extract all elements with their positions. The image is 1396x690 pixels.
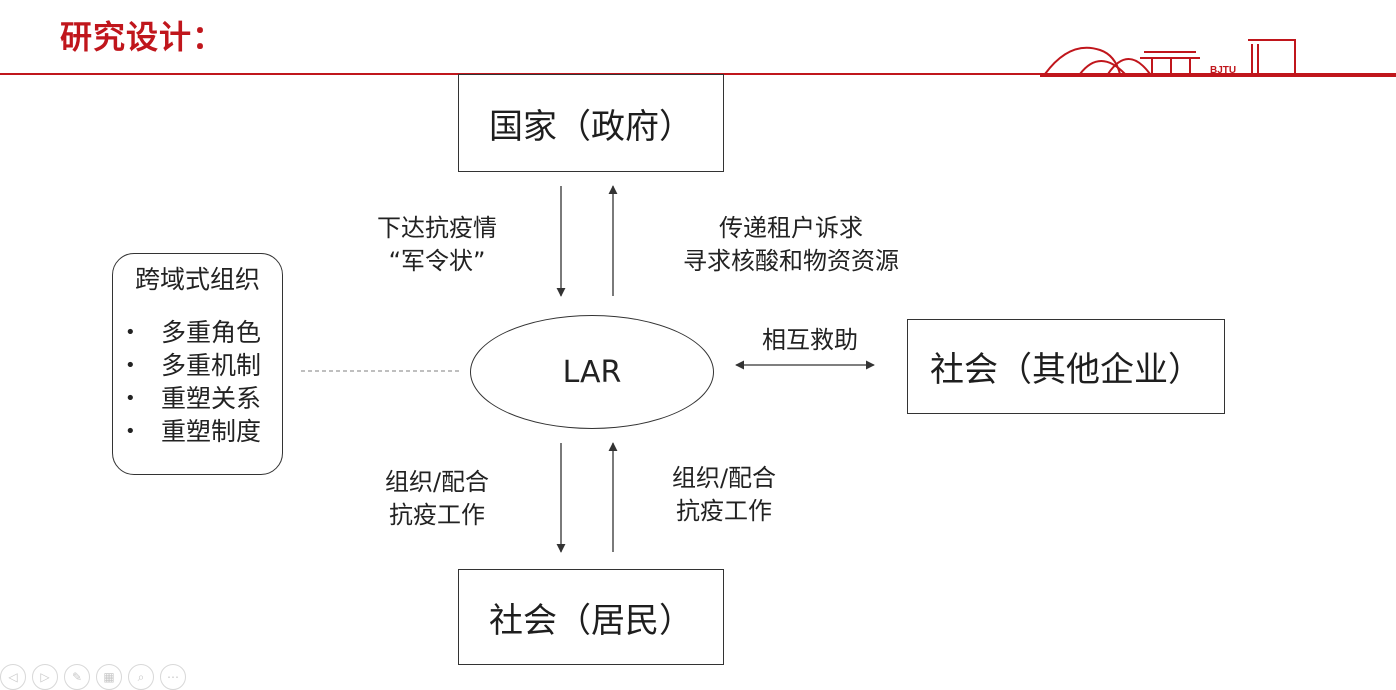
node-company: 社会（其他企业） — [907, 319, 1225, 414]
side-panel-list: • 多重角色 • 多重机制 • 重塑关系 • 重塑制度 — [113, 316, 282, 448]
side-panel-title: 跨域式组织 — [134, 265, 260, 294]
node-lar-label: LAR — [562, 354, 622, 390]
list-item: • 多重角色 — [113, 316, 282, 349]
university-logo: BJTU — [1040, 39, 1396, 77]
edge-label-line: 相互救助 — [762, 326, 858, 354]
list-item-text: 重塑制度 — [161, 417, 262, 446]
previous-icon[interactable]: ◁ — [0, 664, 26, 690]
node-lar: LAR — [470, 315, 714, 429]
next-icon[interactable]: ▷ — [32, 664, 58, 690]
edge-label-lar-to-state: 传递租户诉求 寻求核酸和物资资源 — [662, 212, 920, 278]
edge-label-line: 传递租户诉求 — [719, 214, 863, 242]
pen-icon[interactable]: ✎ — [64, 664, 90, 690]
slide-title: 研究设计： — [60, 18, 226, 56]
more-icon[interactable]: ⋯ — [160, 664, 186, 690]
list-item-text: 重塑关系 — [161, 384, 262, 413]
bullet-icon: • — [125, 355, 136, 376]
zoom-icon[interactable]: ⌕ — [128, 664, 154, 690]
edge-label-resident-to-lar: 组织/配合 抗疫工作 — [656, 462, 792, 528]
edge-label-lar-company: 相互救助 — [748, 324, 872, 357]
bullet-icon: • — [125, 421, 136, 442]
edge-label-line: 抗疫工作 — [676, 497, 772, 525]
edge-label-line: “军令状” — [388, 247, 486, 275]
edge-label-line: 组织/配合 — [671, 464, 777, 492]
edge-label-line: 寻求核酸和物资资源 — [683, 247, 899, 275]
list-item: • 重塑关系 — [113, 382, 282, 415]
bullet-icon: • — [125, 388, 136, 409]
list-item: • 多重机制 — [113, 349, 282, 382]
node-company-label: 社会（其他企业） — [930, 350, 1202, 390]
list-item-text: 多重角色 — [161, 318, 262, 347]
bullet-icon: • — [125, 322, 136, 343]
side-panel-cross-domain: 跨域式组织 • 多重角色 • 多重机制 • 重塑关系 • 重塑制度 — [112, 253, 283, 475]
slides-icon[interactable]: ▦ — [96, 664, 122, 690]
list-item-text: 多重机制 — [161, 351, 262, 380]
edge-label-line: 抗疫工作 — [389, 501, 485, 529]
list-item: • 重塑制度 — [113, 415, 282, 448]
edge-label-lar-to-resident: 组织/配合 抗疫工作 — [366, 466, 508, 532]
node-resident: 社会（居民） — [458, 569, 724, 665]
edge-label-line: 组织/配合 — [384, 468, 490, 496]
logo-text: BJTU — [1210, 65, 1236, 76]
node-resident-label: 社会（居民） — [489, 600, 693, 641]
node-state-label: 国家（政府） — [489, 106, 693, 147]
edge-label-state-to-lar: 下达抗疫情 “军令状” — [366, 212, 508, 278]
node-state: 国家（政府） — [458, 74, 724, 172]
edge-label-line: 下达抗疫情 — [377, 214, 497, 242]
